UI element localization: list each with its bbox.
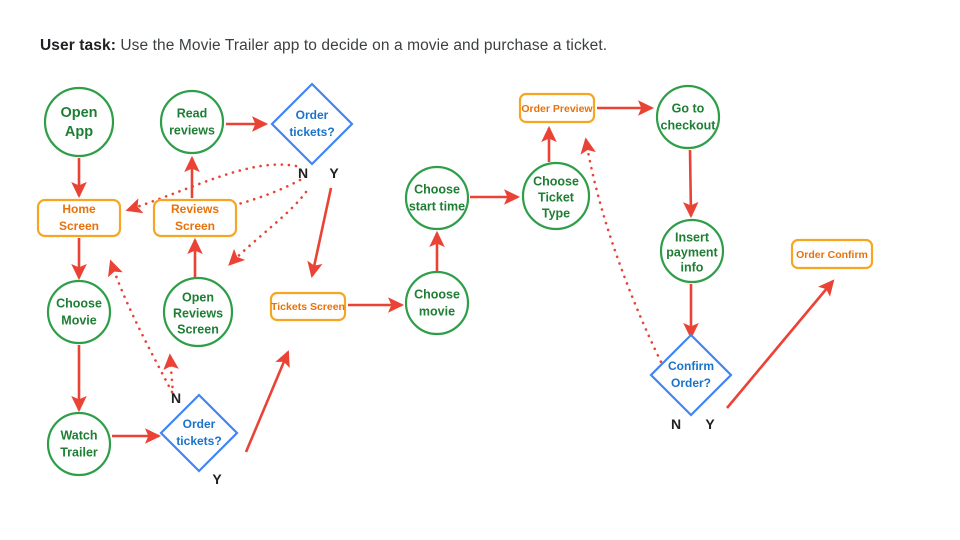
edge-confirm-order-no-to-order-preview <box>580 137 666 370</box>
node-insert-payment-info-line-2: payment <box>666 245 718 259</box>
node-read-reviews[interactable]: Read reviews <box>159 89 225 155</box>
edge-order-tickets-top-no-to-open-reviews-screen <box>228 190 308 266</box>
user-task-label: User task: <box>40 37 116 54</box>
branch-label-order-tickets-bottom-no: N <box>171 390 181 406</box>
node-order-tickets-bottom-line-1: Order <box>183 417 216 431</box>
user-task-text: Use the Movie Trailer app to decide on a… <box>115 37 608 54</box>
node-choose-movie-mid-line-2: movie <box>419 304 455 318</box>
branch-label-order-tickets-bottom-yes: Y <box>212 471 222 487</box>
node-choose-movie-mid-line-1: Choose <box>414 287 460 301</box>
node-order-tickets-bottom-line-2: tickets? <box>176 434 221 448</box>
edge-layer <box>71 100 835 453</box>
node-order-tickets-top-line-1: Order <box>296 108 329 122</box>
node-tickets-screen[interactable]: Tickets Screen <box>269 291 347 322</box>
edge-order-tickets-bottom-no-to-home-screen <box>107 259 174 394</box>
node-confirm-order[interactable]: Confirm Order? <box>649 333 733 417</box>
node-insert-payment-info-line-3: info <box>681 260 704 274</box>
node-confirm-order-line-2: Order? <box>671 376 711 390</box>
node-open-app[interactable]: Open App <box>43 86 115 158</box>
node-order-preview[interactable]: Order Preview <box>518 92 596 124</box>
node-order-tickets-bottom[interactable]: Order tickets? <box>159 393 239 473</box>
node-choose-ticket-type[interactable]: Choose Ticket Type <box>521 161 591 231</box>
node-choose-start-time-line-1: Choose <box>414 182 460 196</box>
node-open-reviews-screen-line-3: Screen <box>177 322 219 336</box>
edge-confirm-order-yes-to-order-confirm <box>726 279 835 409</box>
node-order-confirm-label: Order Confirm <box>796 249 868 261</box>
node-choose-ticket-type-line-3: Type <box>542 206 570 220</box>
node-order-confirm[interactable]: Order Confirm <box>790 238 874 270</box>
node-watch-trailer-line-1: Watch <box>60 428 97 442</box>
node-open-reviews-screen-line-2: Reviews <box>173 306 223 320</box>
branch-label-confirm-order-yes: Y <box>705 416 715 432</box>
node-go-to-checkout-line-2: checkout <box>661 118 717 132</box>
node-open-reviews-screen-line-1: Open <box>182 290 214 304</box>
node-choose-movie-left-line-1: Choose <box>56 296 102 310</box>
node-order-tickets-top[interactable]: Order tickets? <box>270 82 354 166</box>
node-open-reviews-screen[interactable]: Open Reviews Screen <box>162 276 234 348</box>
node-confirm-order-line-1: Confirm <box>668 359 714 373</box>
node-reviews-screen-line-1: Reviews <box>171 202 219 216</box>
node-choose-movie-mid[interactable]: Choose movie <box>404 270 470 336</box>
node-choose-movie-left-line-2: Movie <box>61 313 96 327</box>
node-reviews-screen-line-2: Screen <box>175 219 215 233</box>
node-choose-ticket-type-line-1: Choose <box>533 174 579 188</box>
edge-order-tickets-top-no-to-home-screen <box>125 163 298 214</box>
node-choose-start-time-line-2: start time <box>409 199 465 213</box>
node-order-tickets-top-line-2: tickets? <box>289 125 334 139</box>
edge-order-tickets-bottom-yes-to-tickets-screen <box>244 350 290 453</box>
node-go-to-checkout[interactable]: Go to checkout <box>655 84 721 150</box>
node-order-preview-label: Order Preview <box>521 103 593 115</box>
branch-label-order-tickets-top-yes: Y <box>329 165 339 181</box>
node-insert-payment-info-line-1: Insert <box>675 230 710 244</box>
node-home-screen-line-2: Screen <box>59 219 99 233</box>
node-open-app-line-2: App <box>65 124 93 140</box>
node-watch-trailer-line-2: Trailer <box>60 445 98 459</box>
node-watch-trailer[interactable]: Watch Trailer <box>46 411 112 477</box>
node-tickets-screen-label: Tickets Screen <box>271 301 345 313</box>
node-open-app-line-1: Open <box>60 105 97 121</box>
node-insert-payment-info[interactable]: Insert payment info <box>659 218 725 284</box>
edge-go-to-checkout-to-insert-payment-info <box>682 149 699 219</box>
node-go-to-checkout-line-1: Go to <box>672 101 705 115</box>
node-reviews-screen[interactable]: Reviews Screen <box>152 198 238 238</box>
node-home-screen[interactable]: Home Screen <box>36 198 122 238</box>
node-choose-ticket-type-line-2: Ticket <box>538 190 575 204</box>
edge-order-tickets-top-yes-to-tickets-screen <box>307 187 333 279</box>
node-choose-start-time[interactable]: Choose start time <box>404 165 470 231</box>
node-choose-movie-left[interactable]: Choose Movie <box>46 279 112 345</box>
branch-label-layer: N Y N Y N Y <box>171 165 715 487</box>
branch-label-order-tickets-top-no: N <box>298 165 308 181</box>
user-task-line: User task: Use the Movie Trailer app to … <box>40 36 607 56</box>
node-layer: Open App Read reviews Order tickets? Ord… <box>36 82 874 477</box>
node-home-screen-line-1: Home <box>62 202 96 216</box>
branch-label-confirm-order-no: N <box>671 416 681 432</box>
node-read-reviews-line-1: Read <box>177 106 208 120</box>
edge-order-tickets-bottom-no-to-open-reviews-screen <box>163 353 179 396</box>
node-read-reviews-line-2: reviews <box>169 123 215 137</box>
